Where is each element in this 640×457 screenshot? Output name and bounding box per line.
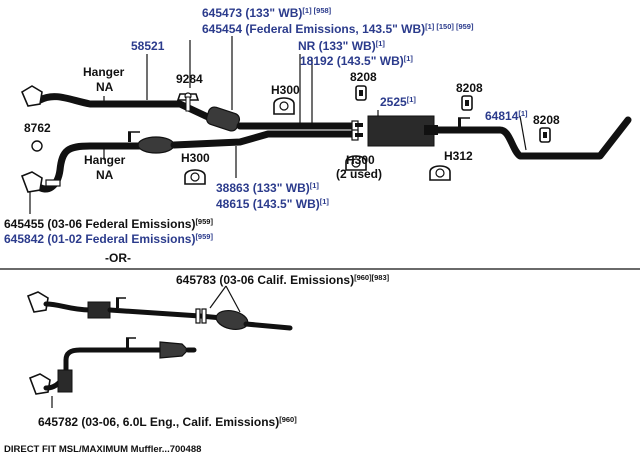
label-na-top: NA xyxy=(96,80,114,94)
label-18192: 18192 (143.5" WB)[1] xyxy=(300,54,413,68)
label-hanger-low: Hanger xyxy=(84,153,126,167)
tailpipe-64814 xyxy=(434,95,632,160)
footer-note: DIRECT FIT MSL/MAXIMUM Muffler...700488 xyxy=(4,444,201,455)
label-645473: 645473 (133" WB)[1] [958] xyxy=(202,6,332,20)
label-na-low: NA xyxy=(96,168,114,182)
label-2525: 2525[1] xyxy=(380,95,416,109)
lower-pipe-assembly xyxy=(20,130,356,193)
clamp-h312 xyxy=(429,165,451,181)
upper-pipe-assembly xyxy=(20,85,356,132)
catalytic-converter-upper xyxy=(205,106,241,132)
label-h300-b: H300 xyxy=(181,151,210,165)
label-hanger-top: Hanger xyxy=(83,65,125,79)
label-2-used: (2 used) xyxy=(336,167,382,181)
label-38863: 38863 (133" WB)[1] xyxy=(216,181,319,195)
hanger-8208-rear xyxy=(539,127,551,143)
label-64814: 64814[1] xyxy=(485,109,528,123)
label-645455: 645455 (03-06 Federal Emissions)[959] xyxy=(4,217,213,231)
label-8208-a: 8208 xyxy=(350,70,377,84)
label-h300-c: H300 xyxy=(346,153,375,167)
gasket-8762 xyxy=(31,140,43,152)
clamp-h300-muffler xyxy=(345,155,367,171)
label-645783: 645783 (03-06 Calif. Emissions)[960][983… xyxy=(176,273,390,287)
label-48615: 48615 (143.5" WB)[1] xyxy=(216,197,329,211)
clamp-h300-upper xyxy=(273,97,295,115)
alternate-pipe-645782 xyxy=(28,337,197,408)
label-or: -OR- xyxy=(105,251,131,265)
alternate-pipe-645783 xyxy=(26,285,293,331)
catalytic-converter-lower xyxy=(137,136,175,154)
flange-lower-left xyxy=(20,171,43,193)
hanger-8208-muffler xyxy=(355,85,367,101)
label-8762: 8762 xyxy=(24,121,51,135)
label-h300-a: H300 xyxy=(271,83,300,97)
label-9284: 9284 xyxy=(176,72,203,86)
label-h312: H312 xyxy=(444,149,473,163)
label-58521: 58521 xyxy=(131,39,165,53)
label-nr: NR (133" WB)[1] xyxy=(298,39,385,53)
leader-lines xyxy=(29,36,527,214)
label-8208-b: 8208 xyxy=(456,81,483,95)
label-8208-c: 8208 xyxy=(533,113,560,127)
clamp-h300-lower xyxy=(184,169,206,185)
label-645782: 645782 (03-06, 6.0L Eng., Calif. Emissio… xyxy=(38,415,297,429)
label-645842: 645842 (01-02 Federal Emissions)[959] xyxy=(4,232,213,246)
hanger-8208-tail xyxy=(461,95,473,111)
flange-upper-left xyxy=(20,85,43,107)
label-645454: 645454 (Federal Emissions, 143.5" WB)[1]… xyxy=(202,22,474,36)
